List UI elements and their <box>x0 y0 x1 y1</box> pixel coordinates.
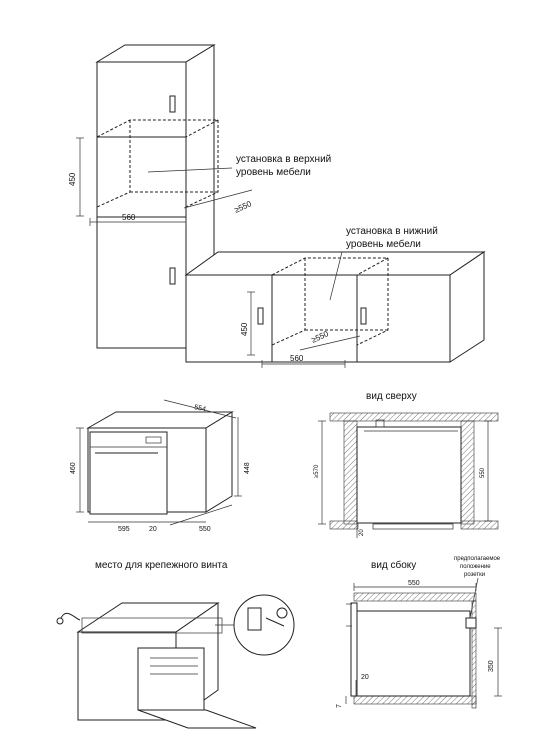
upper-width-dim: 560 <box>122 213 136 222</box>
top-view-bottom-dim: 20 <box>359 529 365 536</box>
side-view-top-dim: 550 <box>408 580 420 587</box>
oven-bottom-depth-dim: 550 <box>199 526 211 533</box>
lower-width-dim: 560 <box>290 354 304 363</box>
oven-top-depth-dim: 554 <box>194 404 207 413</box>
upper-dimension-lines <box>76 137 233 226</box>
top-view-left-dim: ≥570 <box>314 464 320 478</box>
upper-height-dim: 450 <box>68 172 77 186</box>
socket-note-line3: розетки <box>464 572 485 578</box>
lower-install-label-line1: установка в нижний <box>346 226 438 237</box>
lower-dimension-lines <box>247 251 346 368</box>
side-view-diagram: вид сбоку предполагаемое положение розет… <box>336 556 502 709</box>
side-view-gap-dim: 20 <box>361 674 369 681</box>
oven-right-height-dim: 448 <box>244 462 251 474</box>
side-view-right-dim: 350 <box>488 660 495 672</box>
upper-install-label-line1: установка в верхний <box>236 154 331 165</box>
lower-height-dim: 450 <box>240 322 249 336</box>
oven-dimensions-view: 554 460 448 595 20 550 <box>70 399 251 533</box>
oven-left-height-dim: 460 <box>70 462 77 474</box>
side-view-left-dim: 7 <box>336 704 343 708</box>
top-view-diagram: вид сверху ≥570 550 20 <box>314 391 499 538</box>
socket-note-line2: положение <box>460 564 491 570</box>
oven-bottom-gap-dim: 20 <box>149 526 157 533</box>
furniture-installation-diagram: установка в верхний уровень мебели 450 5… <box>68 44 486 368</box>
upper-depth-dim: ≥550 <box>233 199 253 215</box>
top-view-right-dim: 550 <box>480 467 486 478</box>
upper-install-label-line2: уровень мебели <box>236 166 311 178</box>
oven-bottom-width-dim: 595 <box>118 526 130 533</box>
socket-note-line1: предполагаемое <box>454 556 501 562</box>
top-view-title: вид сверху <box>366 391 417 402</box>
screw-location-view: место для крепежного винта <box>56 560 295 729</box>
low-cabinet <box>184 251 486 363</box>
side-view-title: вид сбоку <box>371 559 416 571</box>
screw-view-title: место для крепежного винта <box>95 560 228 571</box>
lower-install-label-line2: уровень мебели <box>346 238 421 250</box>
